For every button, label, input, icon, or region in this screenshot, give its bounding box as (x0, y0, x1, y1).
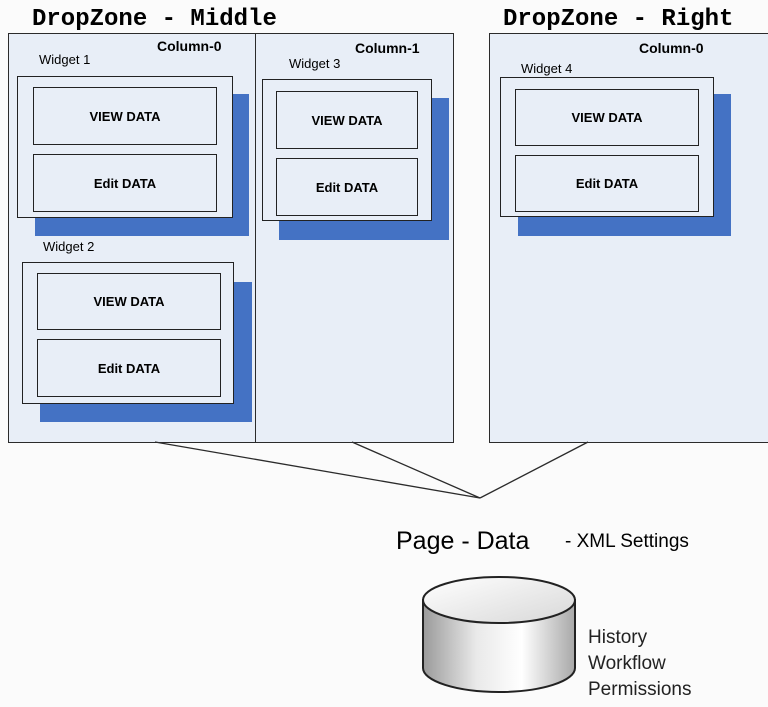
widget-3-edit-data-button[interactable]: Edit DATA (276, 158, 418, 216)
database-cylinder-icon (422, 576, 576, 693)
column-divider (255, 34, 256, 442)
dropzone-middle[interactable]: Column-0 Column-1 Widget 1 VIEW DATA Edi… (8, 33, 454, 443)
widget-3-label: Widget 3 (289, 56, 341, 71)
storage-items-list: History Workflow Permissions (588, 625, 691, 703)
widget-2-edit-data-button[interactable]: Edit DATA (37, 339, 221, 397)
widget-4-label: Widget 4 (521, 61, 573, 76)
page-data-title: Page - Data (396, 527, 530, 555)
widget-2-label: Widget 2 (43, 239, 95, 254)
dropzone-right[interactable]: Column-0 Widget 4 VIEW DATA Edit DATA (489, 33, 768, 443)
column-label-middle-0: Column-0 (157, 38, 222, 54)
storage-item-history: History (588, 627, 648, 648)
widget-4-edit-data-button[interactable]: Edit DATA (515, 155, 699, 212)
widget-4[interactable]: VIEW DATA Edit DATA (500, 77, 714, 217)
storage-item-workflow: Workflow (588, 653, 666, 674)
widget-1[interactable]: VIEW DATA Edit DATA (17, 76, 233, 218)
storage-item-permissions: Permissions (588, 679, 692, 700)
dropzone-right-title: DropZone - Right (503, 6, 734, 33)
page-data-subtitle: - XML Settings (565, 531, 689, 552)
column-label-right-0: Column-0 (639, 40, 704, 56)
column-label-middle-1: Column-1 (355, 40, 420, 56)
widget-2[interactable]: VIEW DATA Edit DATA (22, 262, 234, 404)
widget-4-view-data-button[interactable]: VIEW DATA (515, 89, 699, 146)
widget-3[interactable]: VIEW DATA Edit DATA (262, 79, 432, 221)
dropzone-middle-title: DropZone - Middle (32, 6, 277, 33)
widget-1-label: Widget 1 (39, 52, 91, 67)
widget-1-view-data-button[interactable]: VIEW DATA (33, 87, 217, 145)
widget-2-view-data-button[interactable]: VIEW DATA (37, 273, 221, 330)
widget-1-edit-data-button[interactable]: Edit DATA (33, 154, 217, 212)
widget-3-view-data-button[interactable]: VIEW DATA (276, 91, 418, 149)
